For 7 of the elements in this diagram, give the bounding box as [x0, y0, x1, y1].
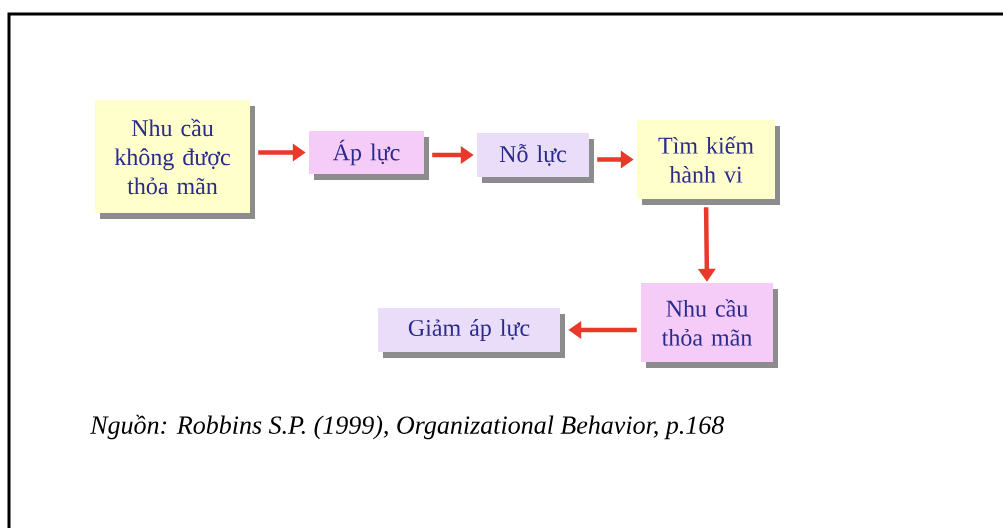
process-box: Tìm kiếm hành vi — [637, 120, 780, 205]
process-box: Giảm áp lực — [378, 308, 565, 358]
process-box: Nỗ lực — [477, 133, 594, 183]
process-box: Áp lực — [309, 131, 429, 180]
process-box: Nhu cầu thỏa mãn — [641, 283, 778, 368]
process-box: Nhu cầu không được thỏa mãn — [95, 100, 255, 219]
caption: Nguồn: Robbins S.P. (1999), Organizational Behavior, p.168 — [90, 414, 724, 440]
